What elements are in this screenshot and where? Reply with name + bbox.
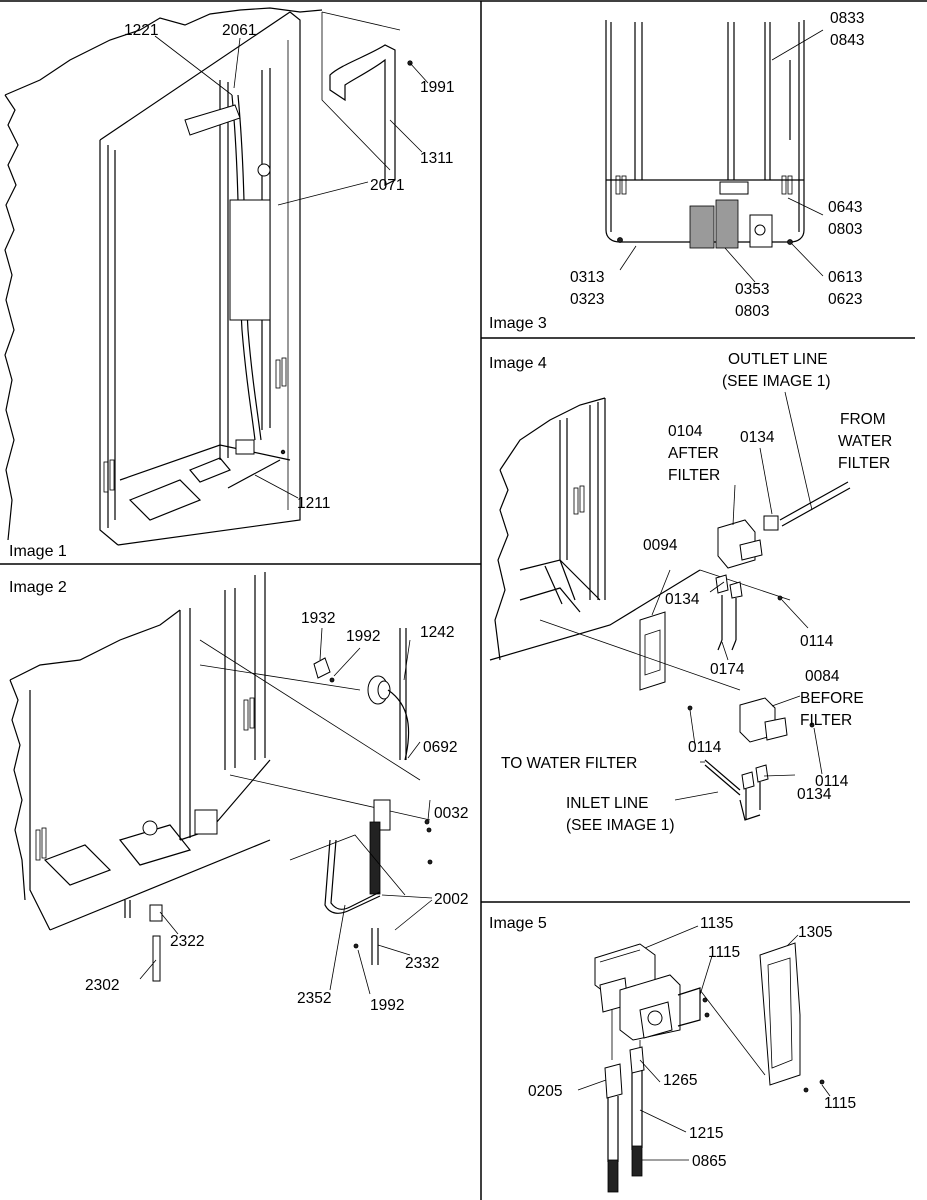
image2-title: Image 2 [9,579,67,596]
image5-label: 1215 [689,1125,723,1142]
image4-label: FILTER [800,712,852,729]
image2-panel: Image 2 [9,572,468,1014]
image4-title: Image 4 [489,355,547,372]
image2-label: 2322 [170,933,204,950]
image3-label: 0803 [828,221,862,238]
image5-valve-drawing [594,942,825,1193]
image2-leaders [139,627,433,995]
image2-label: 2332 [405,955,439,972]
image4-label: FILTER [668,467,720,484]
image4-label: FROM [840,411,886,428]
image2-label: 2002 [434,891,468,908]
image3-label: 0623 [828,291,862,308]
image3-title: Image 3 [489,315,547,332]
image5-label: 1265 [663,1072,697,1089]
image4-refrigerator-drawing [489,397,851,821]
image3-leaders [619,29,824,283]
image5-label: 1115 [824,1095,856,1112]
image4-label: (SEE IMAGE 1) [722,373,831,390]
image3-label: 0353 [735,281,769,298]
image3-label: 0643 [828,199,862,216]
image2-label: 0692 [423,739,457,756]
image4-label: 0114 [815,773,849,790]
image2-label: 1992 [370,997,404,1014]
image2-label: 2352 [297,990,331,1007]
image1-label: 1221 [124,22,158,39]
image2-label: 0032 [434,805,468,822]
image4-label: (SEE IMAGE 1) [566,817,675,834]
image4-label: 0104 [668,423,703,440]
image1-label: 1991 [420,79,454,96]
image5-label: 1305 [798,924,832,941]
image1-label: 1211 [297,495,330,512]
image4-label: 0114 [688,739,722,756]
image1-label: 1311 [420,150,453,167]
image5-leaders [577,925,831,1161]
image4-label: BEFORE [800,690,864,707]
image4-label: INLET LINE [566,795,648,812]
image5-label: 0205 [528,1083,562,1100]
image4-label: 0114 [800,633,834,650]
image3-label: 0613 [828,269,862,286]
image1-refrigerator-drawing [4,7,413,546]
image1-leaders [154,35,429,499]
image1-label: 2071 [370,177,404,194]
image2-label: 2302 [85,977,119,994]
image3-refrigerator-drawing [605,20,805,249]
image3-label: 0323 [570,291,604,308]
image4-label: TO WATER FILTER [501,755,637,772]
image4-label: 0134 [740,429,775,446]
image1-title: Image 1 [9,543,67,560]
image5-label: 1115 [708,944,740,961]
image4-label: 0134 [665,591,700,608]
image2-label: 1992 [346,628,380,645]
image1-label: 2061 [222,22,256,39]
image4-label: 0174 [710,661,745,678]
image5-label: 1135 [700,915,733,932]
image3-panel: 0833 0843 0643 0803 0613 0623 0313 0323 … [489,10,864,332]
image2-label: 1242 [420,624,454,641]
image1-panel: 1221 2061 1991 1311 2071 1211 Image 1 [4,7,454,560]
image4-label: 0084 [805,668,840,685]
image4-label: 0134 [797,786,832,803]
image3-label: 0843 [830,32,864,49]
image4-panel: Image 4 [489,351,892,834]
image4-label: 0094 [643,537,678,554]
image5-panel: Image 5 [489,915,856,1193]
image4-label: OUTLET LINE [728,351,828,368]
image4-leaders [651,391,823,801]
image5-title: Image 5 [489,915,547,932]
image4-label: AFTER [668,445,719,462]
image2-refrigerator-drawing [9,572,433,982]
image5-label: 0865 [692,1153,726,1170]
image2-label: 1932 [301,610,335,627]
image4-label: FILTER [838,455,890,472]
image4-label: WATER [838,433,892,450]
image3-label: 0313 [570,269,604,286]
image3-label: 0803 [735,303,769,320]
image3-label: 0833 [830,10,864,27]
